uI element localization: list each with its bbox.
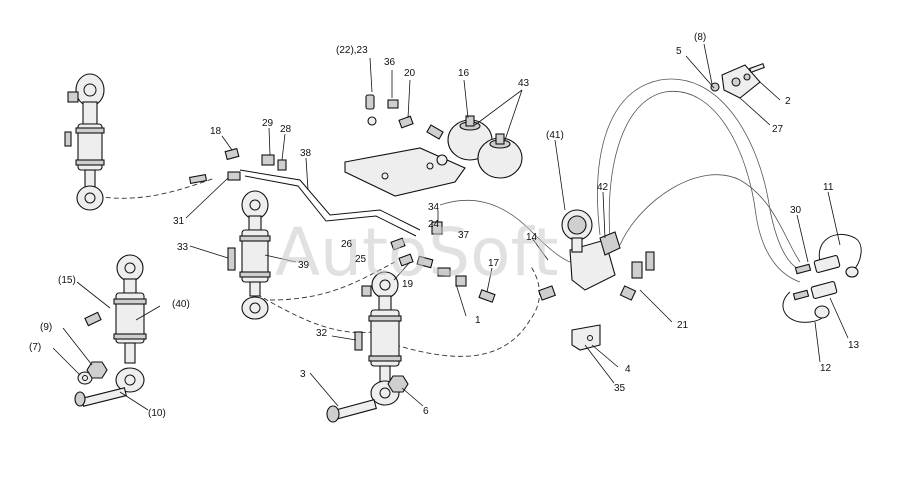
callout-27: 27 <box>772 124 784 135</box>
callout-24: 24 <box>428 219 440 230</box>
callout-8: (8) <box>694 32 706 43</box>
callout-22-23: (22),23 <box>336 45 368 56</box>
callout-13: 13 <box>848 340 860 351</box>
quick-couplers <box>782 233 862 323</box>
cylinder-32 <box>354 271 402 406</box>
callout-40: (40) <box>172 299 190 310</box>
callout-42: 42 <box>597 182 609 193</box>
cylinder-top-left <box>64 73 105 211</box>
callout-30: 30 <box>790 205 802 216</box>
callout-43: 43 <box>518 78 530 89</box>
callout-3: 3 <box>300 369 306 380</box>
callout-32: 32 <box>316 328 328 339</box>
callout-2: 2 <box>785 96 791 107</box>
accumulator-assembly <box>344 94 523 197</box>
callout-19: 19 <box>402 279 414 290</box>
callout-1: 1 <box>475 315 481 326</box>
watermark: AutoSoft <box>275 214 558 291</box>
callout-31: 31 <box>173 216 185 227</box>
callout-20: 20 <box>404 68 416 79</box>
callout-5: 5 <box>676 46 682 57</box>
callout-34: 34 <box>428 202 440 213</box>
cylinder-39 <box>227 190 271 320</box>
callout-18: 18 <box>210 126 222 137</box>
callout-4: 4 <box>625 364 631 375</box>
callout-37: 37 <box>458 230 470 241</box>
leader-lines <box>52 43 849 411</box>
callout-17: 17 <box>488 258 500 269</box>
callout-41: (41) <box>546 130 564 141</box>
callout-29: 29 <box>262 118 274 129</box>
valve-block-assembly <box>538 209 655 351</box>
callout-26: 26 <box>341 239 353 250</box>
callout-35: 35 <box>614 383 626 394</box>
callout-15: (15) <box>58 275 76 286</box>
callout-21: 21 <box>677 320 689 331</box>
callout-25: 25 <box>355 254 367 265</box>
callout-16: 16 <box>458 68 470 79</box>
callout-labels: (22),23 36 20 16 43 (8) 5 2 27 18 29 28 … <box>29 32 860 419</box>
callout-14: 14 <box>526 232 538 243</box>
callout-39: 39 <box>298 260 310 271</box>
callout-33: 33 <box>177 242 189 253</box>
callout-6: 6 <box>423 406 429 417</box>
callout-7: (7) <box>29 342 41 353</box>
coupling-bracket <box>710 63 765 99</box>
cylinder-40 <box>84 254 147 393</box>
callout-10: (10) <box>148 408 166 419</box>
callout-9: (9) <box>40 322 52 333</box>
loose-hardware <box>74 361 409 423</box>
callout-11: 11 <box>823 182 834 193</box>
callout-36: 36 <box>384 57 396 68</box>
callout-28: 28 <box>280 124 292 135</box>
callout-38: 38 <box>300 148 312 159</box>
callout-12: 12 <box>820 363 832 374</box>
hose-lines <box>89 78 801 357</box>
